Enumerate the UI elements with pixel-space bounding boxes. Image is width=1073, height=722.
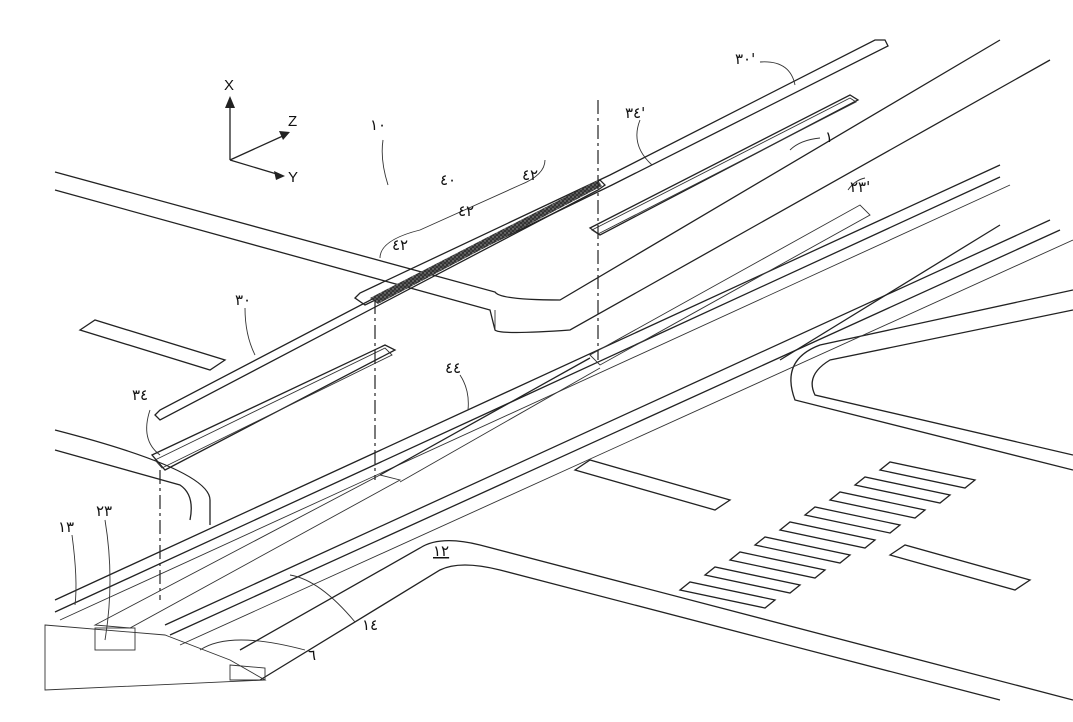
axis-x-label: X [224, 77, 234, 94]
label-filler-right: ٢٣' [850, 178, 870, 196]
label-strip-group: ٤٠ [440, 171, 456, 189]
label-filler-left: ٢٣ [96, 502, 112, 520]
road-outlines [55, 40, 1073, 700]
label-rail-left: ١٣ [58, 518, 74, 536]
leader-lines [72, 62, 865, 650]
axis-triad: X Z Y [224, 77, 298, 186]
label-strip-a: ٤٢ [522, 166, 538, 184]
label-ground: ٦ [308, 646, 316, 664]
label-rail-top-left: ٣٤ [132, 386, 148, 404]
label-rail-guide: ٤٤ [445, 359, 461, 377]
reference-labels: ١٠ ٣٠' ٣٤' ١ ٢٣' ٤٠ ٤٢ ٤٢ ٤٢ ٣٠ ٣٤ ٤٤ ١٣… [58, 50, 870, 664]
label-road: ١٢ [433, 542, 449, 560]
label-strip-c: ٤٢ [392, 236, 408, 254]
label-strip-b: ٤٢ [458, 202, 474, 220]
label-assembly: ١٠ [370, 116, 386, 134]
label-rail-cover-left: ٣٠ [235, 291, 251, 309]
label-crossing: ١ [825, 128, 833, 146]
label-rail-right: ١٤ [362, 616, 378, 634]
label-rail-top-right: ٣٤' [625, 104, 645, 122]
label-rail-cover-right: ٣٠' [735, 50, 755, 68]
axis-z-label: Z [288, 113, 297, 130]
track [45, 165, 1073, 690]
axis-y-label: Y [288, 169, 298, 186]
